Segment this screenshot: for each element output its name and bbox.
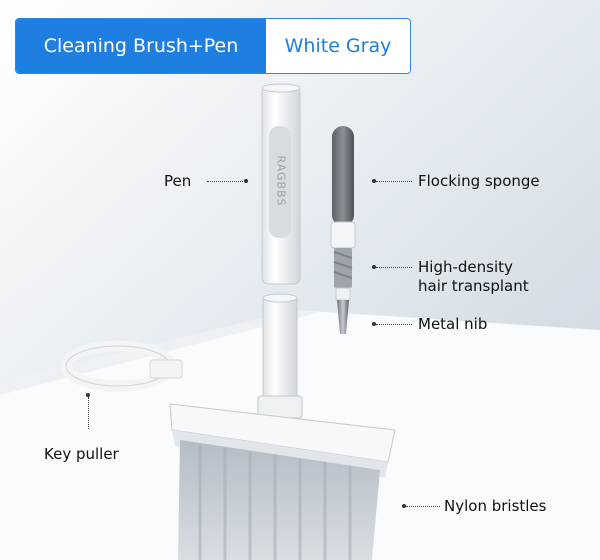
sponge-pen: [330, 126, 356, 334]
callout-high-density-line1: High-density: [418, 258, 513, 276]
leader-key: [88, 397, 89, 429]
leader-sponge-dot: [372, 179, 376, 183]
leader-density-dot: [372, 265, 376, 269]
key-puller: [60, 340, 183, 392]
callout-metal-nib: Metal nib: [418, 315, 488, 333]
callout-key-puller: Key puller: [44, 445, 119, 463]
tab-cleaning-brush-pen[interactable]: Cleaning Brush+Pen: [16, 19, 266, 73]
leader-sponge: [376, 181, 412, 182]
leader-bristles: [406, 506, 440, 507]
leader-pen-dot: [244, 179, 248, 183]
leader-pen: [207, 181, 245, 182]
header-tabs: Cleaning Brush+Pen White Gray: [15, 18, 411, 74]
tab-white-gray[interactable]: White Gray: [266, 19, 410, 73]
leader-nib: [376, 324, 412, 325]
brand-engraving: RAGBBS: [274, 155, 288, 207]
leader-nib-dot: [372, 322, 376, 326]
callout-nylon-bristles: Nylon bristles: [444, 497, 547, 515]
brush-handle: [257, 293, 303, 419]
leader-bristles-dot: [402, 504, 406, 508]
callout-flocking-sponge: Flocking sponge: [418, 172, 540, 190]
callout-pen: Pen: [164, 172, 192, 190]
pen-sleeve: [261, 83, 301, 285]
callout-high-density-line2: hair transplant: [418, 277, 529, 295]
leader-density: [376, 267, 412, 268]
leader-key-dot: [86, 393, 90, 397]
brush-head: [169, 403, 396, 560]
